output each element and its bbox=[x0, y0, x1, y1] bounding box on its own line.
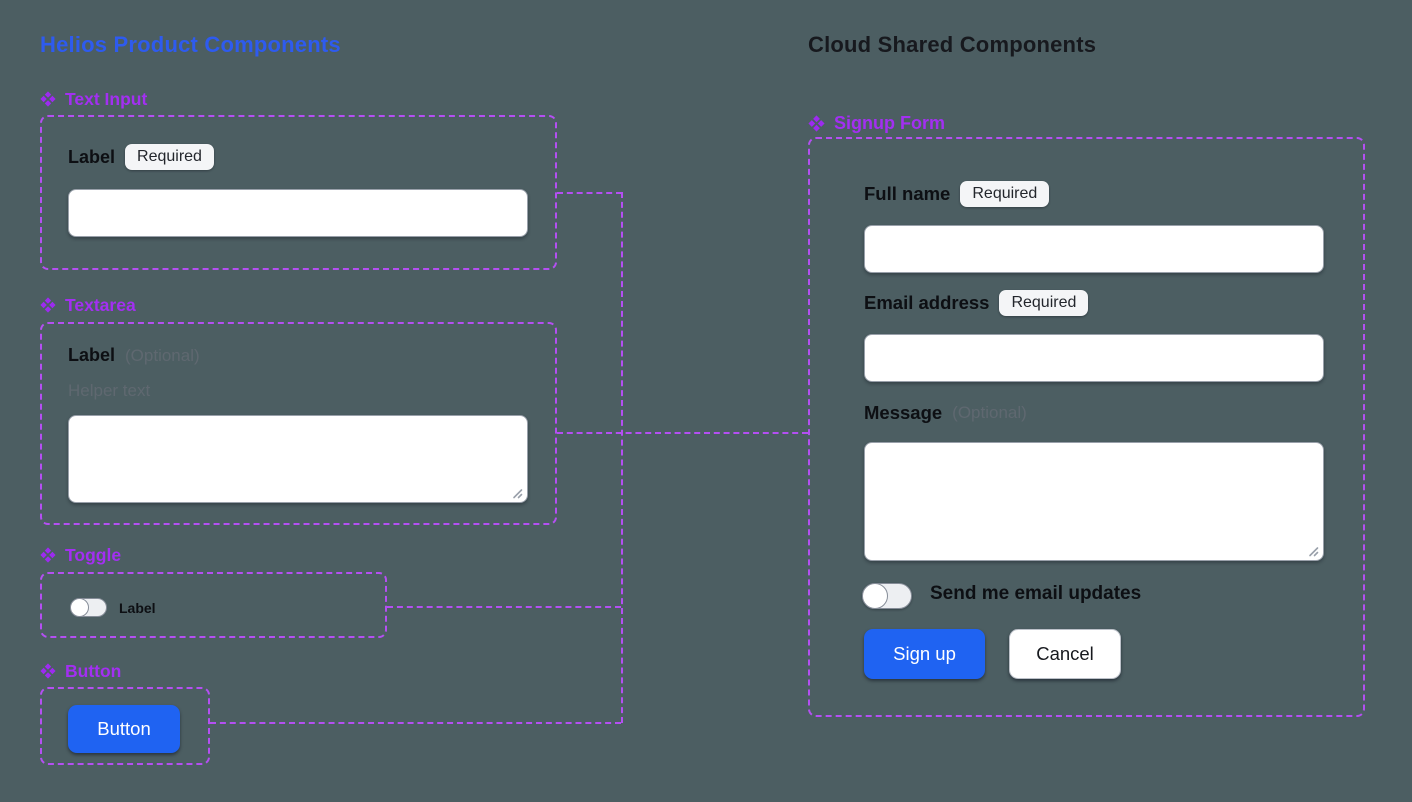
toggle-knob bbox=[70, 597, 89, 617]
component-diamond-icon bbox=[40, 91, 56, 107]
text-input-field[interactable] bbox=[68, 189, 528, 237]
field-label: Email address bbox=[864, 292, 990, 313]
connector-line-button bbox=[210, 722, 621, 724]
component-diamond-icon bbox=[40, 297, 56, 313]
sign-up-button[interactable]: Sign up bbox=[864, 629, 985, 679]
component-diamond-icon bbox=[40, 547, 56, 563]
helper-text: Helper text bbox=[68, 381, 151, 400]
cancel-button[interactable]: Cancel bbox=[1009, 629, 1121, 679]
connector-line-textarea bbox=[557, 432, 808, 434]
message-label-row: Message (Optional) bbox=[864, 402, 1027, 424]
optional-hint: (Optional) bbox=[952, 403, 1027, 422]
component-header-label: Textarea bbox=[65, 295, 136, 315]
signup-form-frame: Full name Required Email address Require… bbox=[808, 137, 1365, 717]
field-label: Full name bbox=[864, 183, 951, 204]
toggle-switch[interactable] bbox=[70, 597, 107, 617]
component-header-label: Text Input bbox=[65, 89, 148, 109]
connector-line-text-input bbox=[557, 192, 622, 194]
component-header-label: Button bbox=[65, 661, 122, 681]
component-diamond-icon bbox=[40, 663, 56, 679]
sample-button[interactable]: Button bbox=[68, 705, 180, 753]
optional-hint: (Optional) bbox=[125, 345, 200, 365]
field-label: Message bbox=[864, 402, 943, 423]
textarea-component-frame: Label (Optional) Helper text bbox=[40, 322, 557, 525]
required-badge: Required bbox=[999, 290, 1089, 316]
component-header-label: Toggle bbox=[65, 545, 122, 565]
toggle-label: Label bbox=[119, 600, 156, 616]
required-badge: Required bbox=[125, 144, 214, 170]
right-section-title: Cloud Shared Components bbox=[808, 32, 1097, 57]
email-label-row: Email address Required bbox=[864, 290, 1089, 316]
textarea-field[interactable] bbox=[68, 415, 528, 503]
resize-handle-icon[interactable] bbox=[512, 488, 523, 499]
field-label: Label bbox=[68, 345, 116, 365]
toggle-knob bbox=[862, 582, 888, 609]
component-header-button: Button bbox=[40, 661, 121, 681]
field-label: Label bbox=[68, 146, 116, 167]
toggle-component-frame: Label bbox=[40, 572, 387, 638]
component-header-label: Signup Form bbox=[834, 113, 945, 133]
full-name-label-row: Full name Required bbox=[864, 181, 1050, 207]
message-textarea[interactable] bbox=[864, 442, 1324, 561]
email-updates-label: Send me email updates bbox=[930, 583, 1142, 604]
text-input-component-frame: Label Required bbox=[40, 115, 557, 270]
email-input[interactable] bbox=[864, 334, 1324, 382]
component-header-toggle: Toggle bbox=[40, 545, 121, 565]
component-header-signup-form: Signup Form bbox=[808, 113, 945, 133]
left-section-title: Helios Product Components bbox=[40, 32, 341, 57]
connector-line-toggle bbox=[387, 606, 621, 608]
resize-handle-icon[interactable] bbox=[1308, 546, 1319, 557]
email-updates-toggle[interactable] bbox=[862, 582, 912, 609]
button-component-frame: Button bbox=[40, 687, 210, 765]
required-badge: Required bbox=[960, 181, 1050, 207]
component-header-textarea: Textarea bbox=[40, 295, 136, 315]
text-input-label-row: Label Required bbox=[68, 144, 214, 170]
textarea-label-row: Label (Optional) bbox=[68, 345, 200, 366]
component-diamond-icon bbox=[808, 114, 825, 132]
connector-trunk-line bbox=[621, 192, 623, 723]
full-name-input[interactable] bbox=[864, 225, 1324, 273]
component-header-text-input: Text Input bbox=[40, 89, 147, 109]
